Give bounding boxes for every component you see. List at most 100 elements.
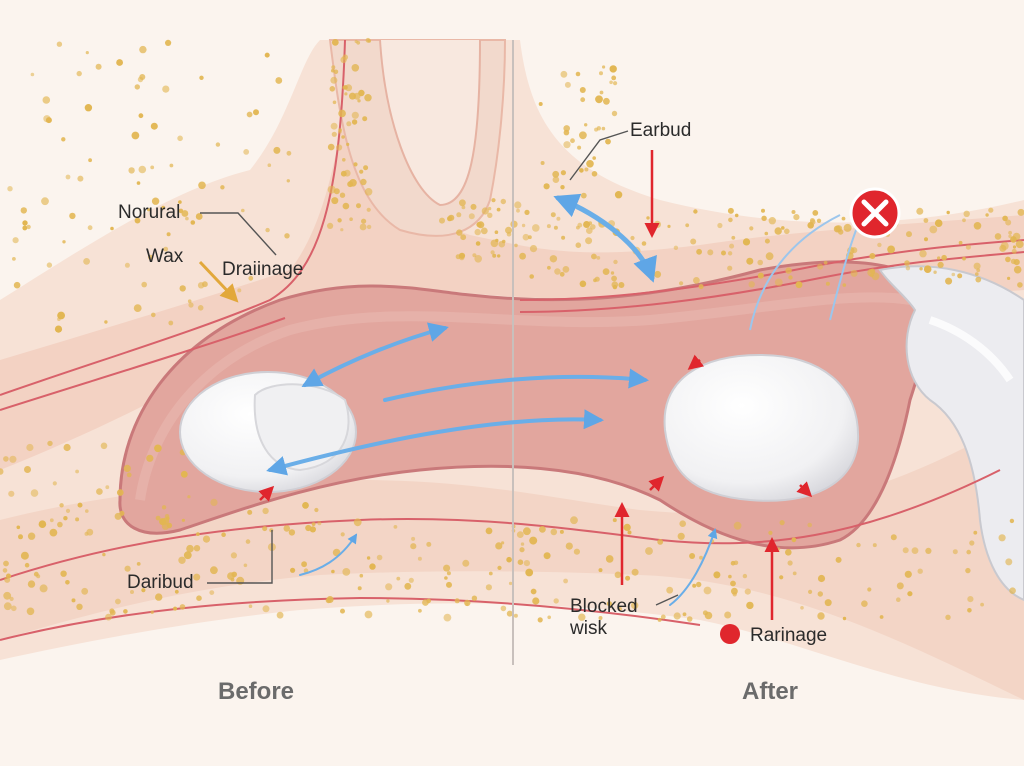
fat-dot	[491, 240, 499, 248]
fat-dot	[349, 179, 357, 187]
fat-dot	[487, 213, 492, 218]
fat-dot	[137, 562, 141, 566]
fat-dot	[47, 262, 52, 267]
fat-dot	[24, 466, 31, 473]
label-blocked-wisk: Blocked wisk	[570, 596, 638, 640]
fat-dot	[198, 182, 206, 190]
label-rarinage-text: Rarinage	[750, 625, 827, 646]
fat-dot	[699, 284, 704, 289]
fat-dot	[945, 615, 950, 620]
fat-dot	[565, 82, 571, 88]
fat-dot	[547, 266, 551, 270]
fat-dot	[612, 111, 617, 116]
fat-dot	[377, 555, 383, 561]
fat-dot	[184, 551, 192, 559]
fat-dot	[155, 593, 162, 600]
fat-dot	[178, 557, 185, 564]
fat-dot	[560, 530, 564, 534]
fat-dot	[128, 167, 134, 173]
fat-dot	[353, 162, 357, 166]
fat-dot	[679, 281, 683, 285]
fat-dot	[332, 132, 337, 137]
fat-dot	[220, 185, 224, 189]
fat-dot	[360, 179, 366, 185]
fat-dot	[563, 579, 568, 584]
fat-dot	[327, 223, 333, 229]
fat-dot	[957, 273, 962, 278]
fat-dot	[919, 250, 926, 257]
fat-dot	[1008, 235, 1011, 238]
fat-dot	[674, 612, 681, 619]
fat-dot	[999, 245, 1006, 252]
fat-dot	[11, 606, 17, 612]
fat-dot	[696, 249, 702, 255]
fat-dot	[645, 547, 653, 555]
fat-dot	[817, 264, 823, 270]
fat-dot	[613, 518, 617, 522]
fat-dot	[596, 256, 600, 260]
fat-dot	[731, 588, 738, 595]
fat-dot	[182, 519, 185, 522]
fat-dot	[780, 520, 785, 525]
fat-dot	[965, 568, 970, 573]
fat-dot	[603, 98, 610, 105]
fat-dot	[181, 471, 188, 478]
fat-dot	[241, 209, 245, 213]
fat-dot	[3, 561, 9, 567]
fat-dot	[81, 588, 88, 595]
fat-dot	[975, 277, 981, 283]
fat-dot	[564, 130, 570, 136]
fat-dot	[64, 444, 71, 451]
fat-dot	[277, 612, 284, 619]
fat-dot	[21, 552, 29, 560]
fat-dot	[642, 241, 647, 246]
fat-dot	[628, 531, 632, 535]
fat-dot	[439, 218, 445, 224]
fat-dot	[1010, 519, 1014, 523]
fat-dot	[177, 136, 183, 142]
fat-dot	[249, 604, 253, 608]
fat-dot	[953, 549, 958, 554]
fat-dot	[151, 123, 158, 130]
fat-dot	[186, 545, 194, 553]
fat-dot	[539, 102, 543, 106]
fat-dot	[611, 271, 614, 274]
fat-dot	[966, 550, 971, 555]
fat-dot	[396, 577, 400, 581]
fat-dot	[210, 499, 217, 506]
fat-dot	[974, 222, 982, 230]
fat-dot	[491, 198, 495, 202]
fat-dot	[657, 539, 663, 545]
fat-dot	[363, 165, 368, 170]
fat-dot	[969, 540, 974, 545]
error-x-icon	[851, 189, 899, 237]
fat-dot	[138, 77, 143, 82]
fat-dot	[216, 142, 220, 146]
fat-dot	[342, 568, 350, 576]
fat-dot	[967, 596, 973, 602]
fat-dot	[519, 253, 526, 260]
fat-dot	[935, 219, 943, 227]
fat-dot	[331, 570, 335, 574]
fat-dot	[263, 605, 270, 612]
fat-dot	[284, 525, 291, 532]
fat-dot	[867, 269, 874, 276]
fat-dot	[349, 93, 356, 100]
fat-dot	[14, 282, 21, 289]
fat-dot	[53, 481, 57, 485]
fat-dot	[609, 81, 613, 85]
fat-dot	[469, 213, 475, 219]
fat-dot	[394, 525, 398, 529]
fat-dot	[1007, 277, 1010, 280]
fat-dot	[488, 207, 491, 210]
fat-dot	[69, 213, 75, 219]
fat-dot	[903, 547, 909, 553]
fat-dot	[354, 518, 362, 526]
fat-dot	[501, 606, 507, 612]
fat-dot	[8, 491, 14, 497]
fat-dot	[593, 278, 597, 282]
fat-dot	[792, 210, 796, 214]
fat-dot	[50, 518, 54, 522]
fat-dot	[105, 485, 109, 489]
fat-dot	[507, 611, 513, 617]
